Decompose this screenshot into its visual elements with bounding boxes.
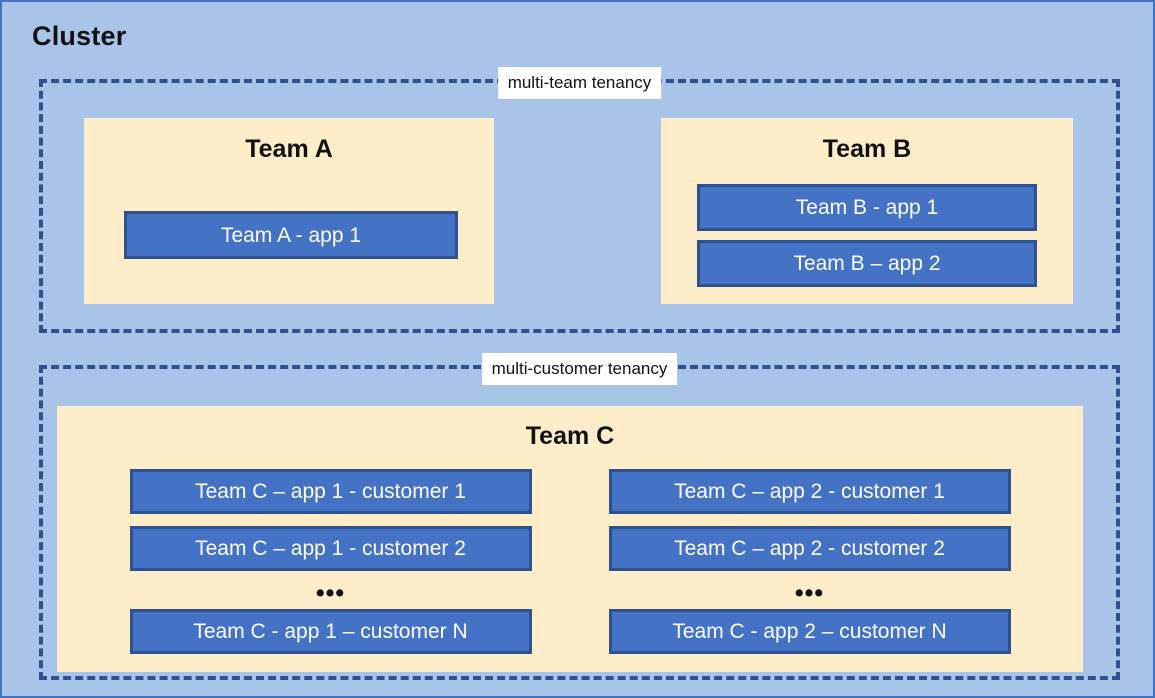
team-c-app-2-column: Team C – app 2 - customer 1 Team C – app…	[608, 469, 1011, 666]
app-box-team-c-app-1-customer-1[interactable]: Team C – app 1 - customer 1	[129, 469, 532, 514]
ellipsis-team-c-app-1: •••	[315, 579, 346, 607]
team-b-app-list: Team B - app 1 Team B – app 2	[697, 184, 1037, 287]
team-panel-team-a: Team A Team A - app 1	[84, 118, 494, 304]
team-panel-team-b: Team B Team B - app 1 Team B – app 2	[661, 118, 1073, 304]
team-a-app-list: Team A - app 1	[124, 211, 458, 259]
team-c-app-1-column: Team C – app 1 - customer 1 Team C – app…	[129, 469, 532, 666]
app-box-team-a-app-1[interactable]: Team A - app 1	[124, 211, 458, 259]
team-b-title: Team B	[822, 135, 912, 163]
app-box-team-c-app-1-customer-2[interactable]: Team C – app 1 - customer 2	[129, 526, 532, 571]
app-box-team-c-app-1-customer-n[interactable]: Team C - app 1 – customer N	[129, 609, 532, 654]
team-a-title: Team A	[245, 135, 333, 163]
tenancy-label-multi-customer: multi-customer tenancy	[481, 353, 678, 385]
app-box-team-b-app-1[interactable]: Team B - app 1	[697, 184, 1037, 231]
app-box-team-b-app-2[interactable]: Team B – app 2	[697, 240, 1037, 287]
team-c-columns: Team C – app 1 - customer 1 Team C – app…	[57, 469, 1083, 666]
team-c-title: Team C	[525, 422, 615, 450]
app-box-team-c-app-2-customer-1[interactable]: Team C – app 2 - customer 1	[608, 469, 1011, 514]
tenancy-zone-multi-team: multi-team tenancy	[39, 67, 1120, 333]
team-panel-team-c: Team C Team C – app 1 - customer 1 Team …	[57, 406, 1083, 672]
tenancy-zone-multi-customer: multi-customer tenancy	[39, 353, 1120, 680]
tenancy-label-multi-team: multi-team tenancy	[497, 67, 662, 99]
ellipsis-team-c-app-2: •••	[794, 579, 825, 607]
app-box-team-c-app-2-customer-n[interactable]: Team C - app 2 – customer N	[608, 609, 1011, 654]
app-box-team-c-app-2-customer-2[interactable]: Team C – app 2 - customer 2	[608, 526, 1011, 571]
cluster-title: Cluster	[32, 21, 127, 51]
